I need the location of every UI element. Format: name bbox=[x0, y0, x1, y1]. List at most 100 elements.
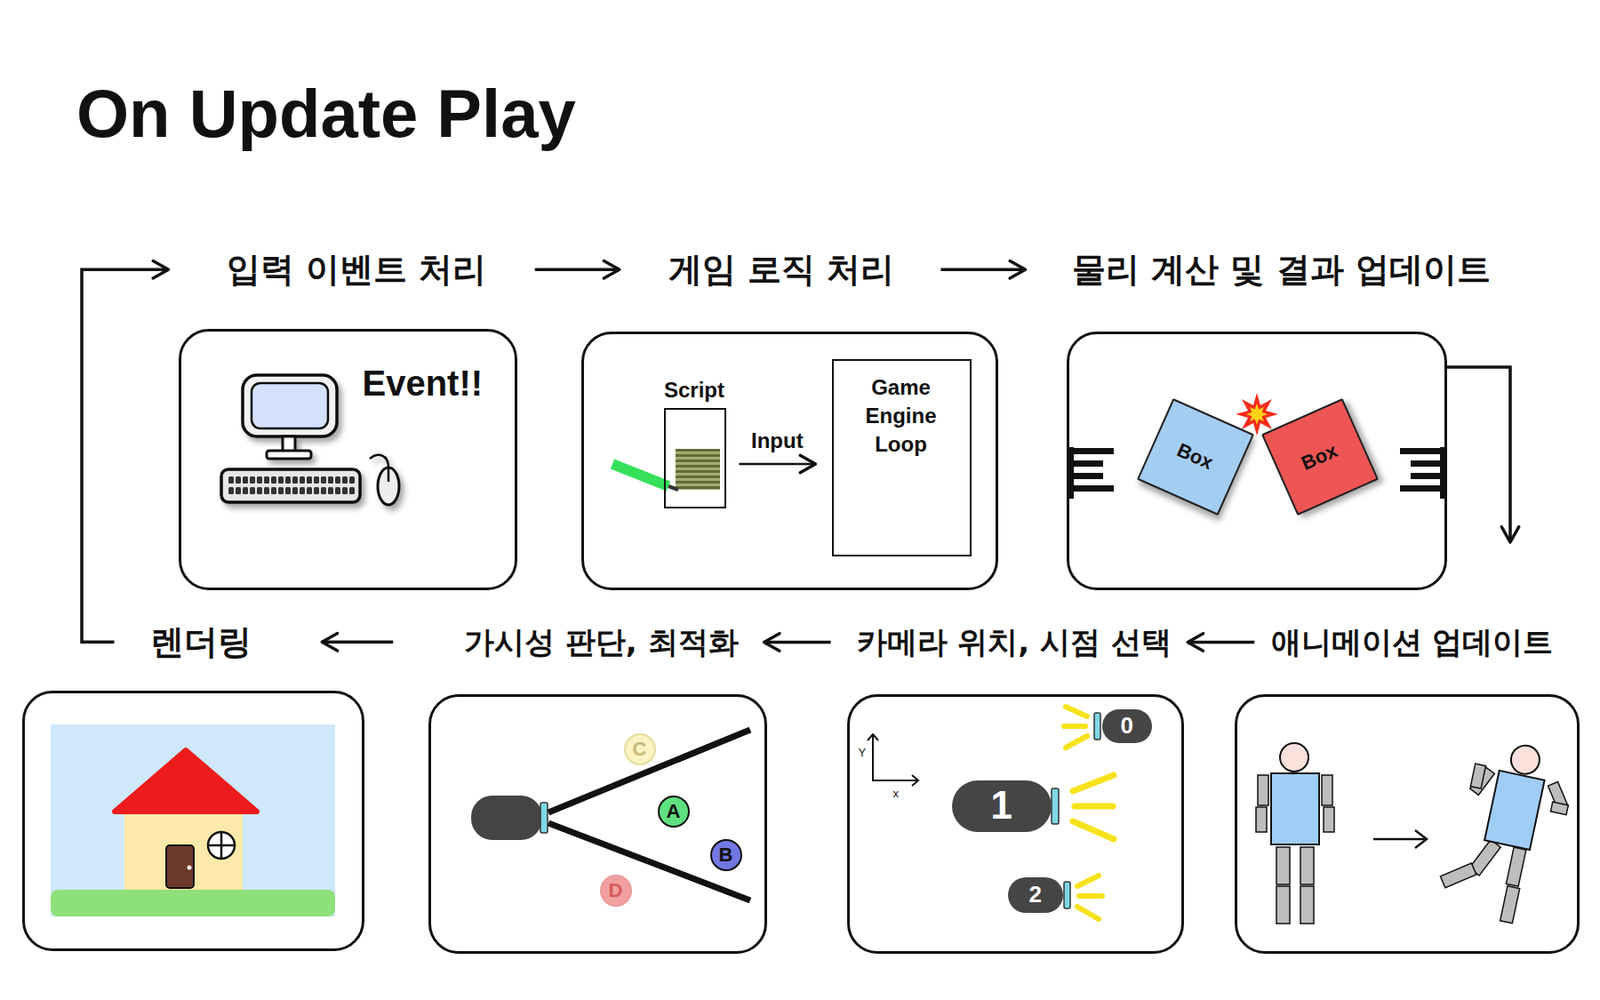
box-label: Box bbox=[1173, 437, 1217, 474]
step-panel: 렌더링 bbox=[22, 690, 365, 952]
axis-label: Y bbox=[857, 745, 868, 760]
arm bbox=[1256, 807, 1267, 832]
ray bbox=[1072, 775, 1114, 792]
flow-arrow bbox=[81, 269, 169, 642]
monitor bbox=[242, 375, 337, 437]
object-circle: B bbox=[710, 839, 743, 872]
script-label: Script bbox=[664, 377, 725, 404]
camera-rays bbox=[1064, 706, 1088, 748]
arm bbox=[1470, 763, 1486, 789]
torso bbox=[1271, 773, 1320, 845]
camera-number: 1 bbox=[991, 782, 1013, 830]
ray bbox=[1065, 706, 1088, 717]
flow-arrow bbox=[1187, 640, 1255, 645]
step-heading: 애니메이션 업데이트 bbox=[1271, 624, 1554, 661]
house-roof bbox=[114, 750, 257, 812]
camera-lens bbox=[1094, 712, 1101, 740]
frustum-line bbox=[548, 729, 751, 813]
flow-arrow bbox=[1447, 367, 1511, 543]
camera-body: 2 bbox=[1008, 877, 1064, 913]
pose-arrow bbox=[1373, 838, 1426, 841]
monitor-stand bbox=[282, 436, 296, 452]
step-heading: 카메라 위치, 시점 선택 bbox=[856, 624, 1172, 661]
camera-number: 0 bbox=[1120, 712, 1134, 740]
house-wall bbox=[124, 811, 243, 890]
step-heading: 물리 계산 및 결과 업데이트 bbox=[1072, 249, 1491, 291]
script-lines bbox=[675, 448, 720, 490]
camera-number: 2 bbox=[1029, 880, 1042, 909]
wall-bar bbox=[1400, 448, 1445, 455]
monitor-screen bbox=[251, 383, 328, 429]
arm bbox=[1323, 807, 1335, 832]
window-bar bbox=[208, 844, 235, 848]
head bbox=[1508, 743, 1543, 777]
script-paper: Script bbox=[664, 408, 727, 509]
figure-standing bbox=[1256, 743, 1335, 924]
physics-box: Box bbox=[1136, 397, 1254, 515]
house-window bbox=[208, 832, 235, 859]
camera-lens bbox=[540, 802, 548, 833]
physics-box: Box bbox=[1260, 397, 1378, 515]
object-letter: C bbox=[632, 737, 648, 761]
flow-arrow bbox=[535, 268, 620, 272]
leg bbox=[1300, 847, 1314, 885]
right-wall bbox=[1400, 447, 1445, 499]
wall-bar bbox=[1069, 448, 1114, 455]
head bbox=[1280, 743, 1309, 772]
flow-arrow bbox=[739, 463, 816, 466]
object-letter: D bbox=[608, 879, 624, 903]
camera-body: 0 bbox=[1102, 709, 1152, 744]
flow-arrow bbox=[940, 268, 1025, 272]
object-letter: B bbox=[719, 843, 734, 867]
torso bbox=[1484, 770, 1544, 850]
wall-bar bbox=[1400, 485, 1445, 492]
axis-lines bbox=[872, 734, 919, 781]
keyboard-keys bbox=[227, 474, 356, 496]
wall-bar bbox=[1069, 460, 1104, 467]
engine-label: Game Engine Loop bbox=[848, 373, 955, 460]
pen-tip bbox=[668, 486, 679, 490]
camera-body: 1 bbox=[952, 780, 1052, 832]
mouse-cord bbox=[369, 455, 389, 468]
wall-bar bbox=[1069, 485, 1114, 492]
leg bbox=[1500, 886, 1520, 924]
leg bbox=[1300, 886, 1314, 924]
mouse-button-line bbox=[387, 468, 391, 482]
door-knob bbox=[187, 865, 192, 871]
step-panel: 입력 이벤트 처리Event!! bbox=[178, 328, 518, 591]
step-heading: 렌더링 bbox=[150, 622, 252, 664]
sky bbox=[50, 724, 336, 917]
grass bbox=[50, 889, 336, 917]
ray bbox=[1077, 875, 1099, 887]
axis-label: x bbox=[892, 786, 901, 801]
step-panel: 물리 계산 및 결과 업데이트BoxBox bbox=[1066, 331, 1448, 591]
arm bbox=[1321, 775, 1333, 806]
house-door bbox=[166, 845, 194, 888]
axis-heads bbox=[867, 734, 919, 786]
event-label: Event!! bbox=[362, 361, 484, 405]
wall-bar bbox=[1069, 472, 1104, 480]
flow-arrow bbox=[321, 640, 393, 645]
camera-body bbox=[471, 795, 543, 840]
wall-bar bbox=[1410, 472, 1445, 480]
step-panel: 애니메이션 업데이트 bbox=[1234, 694, 1580, 954]
leg bbox=[1505, 847, 1526, 887]
engine-loop-box: Game Engine Loop bbox=[832, 359, 972, 557]
arm bbox=[1257, 775, 1269, 806]
camera-rays bbox=[1072, 775, 1114, 840]
ray bbox=[1079, 893, 1103, 899]
step-panel: 게임 로직 처리ScriptGame Engine Loop bbox=[581, 331, 999, 591]
step-heading: 입력 이벤트 처리 bbox=[226, 249, 487, 291]
ray bbox=[1064, 723, 1086, 729]
arm bbox=[1550, 801, 1568, 816]
frustum-line bbox=[548, 823, 751, 901]
step-heading: 가시성 판단, 최적화 bbox=[464, 624, 739, 661]
ray bbox=[1065, 736, 1088, 748]
camera-rays bbox=[1077, 875, 1103, 920]
leg bbox=[1276, 847, 1290, 885]
figure-moving bbox=[1433, 733, 1579, 929]
wall-bar bbox=[1410, 460, 1445, 467]
mouse bbox=[377, 467, 400, 505]
